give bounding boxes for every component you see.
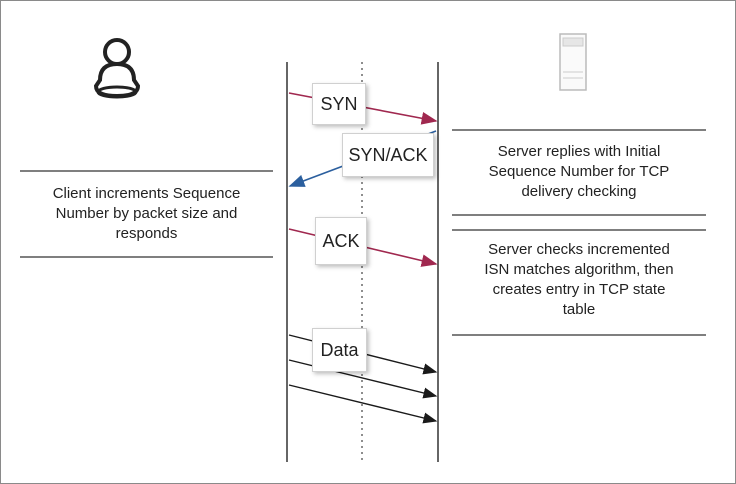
ack-label: ACK xyxy=(315,217,367,265)
person-icon xyxy=(93,38,141,99)
data-arrow-3 xyxy=(288,384,438,424)
syn-label: SYN xyxy=(312,83,366,125)
server-tower-icon xyxy=(559,33,587,91)
data-label: Data xyxy=(312,328,367,372)
server-reply-note: Server replies with Initial Sequence Num… xyxy=(488,143,670,200)
server-check-note: Server checks incremented ISN matches al… xyxy=(484,241,674,318)
syn-ack-label: SYN/ACK xyxy=(342,133,434,177)
client-increment-note: Client increments Sequence Number by pac… xyxy=(52,185,241,242)
